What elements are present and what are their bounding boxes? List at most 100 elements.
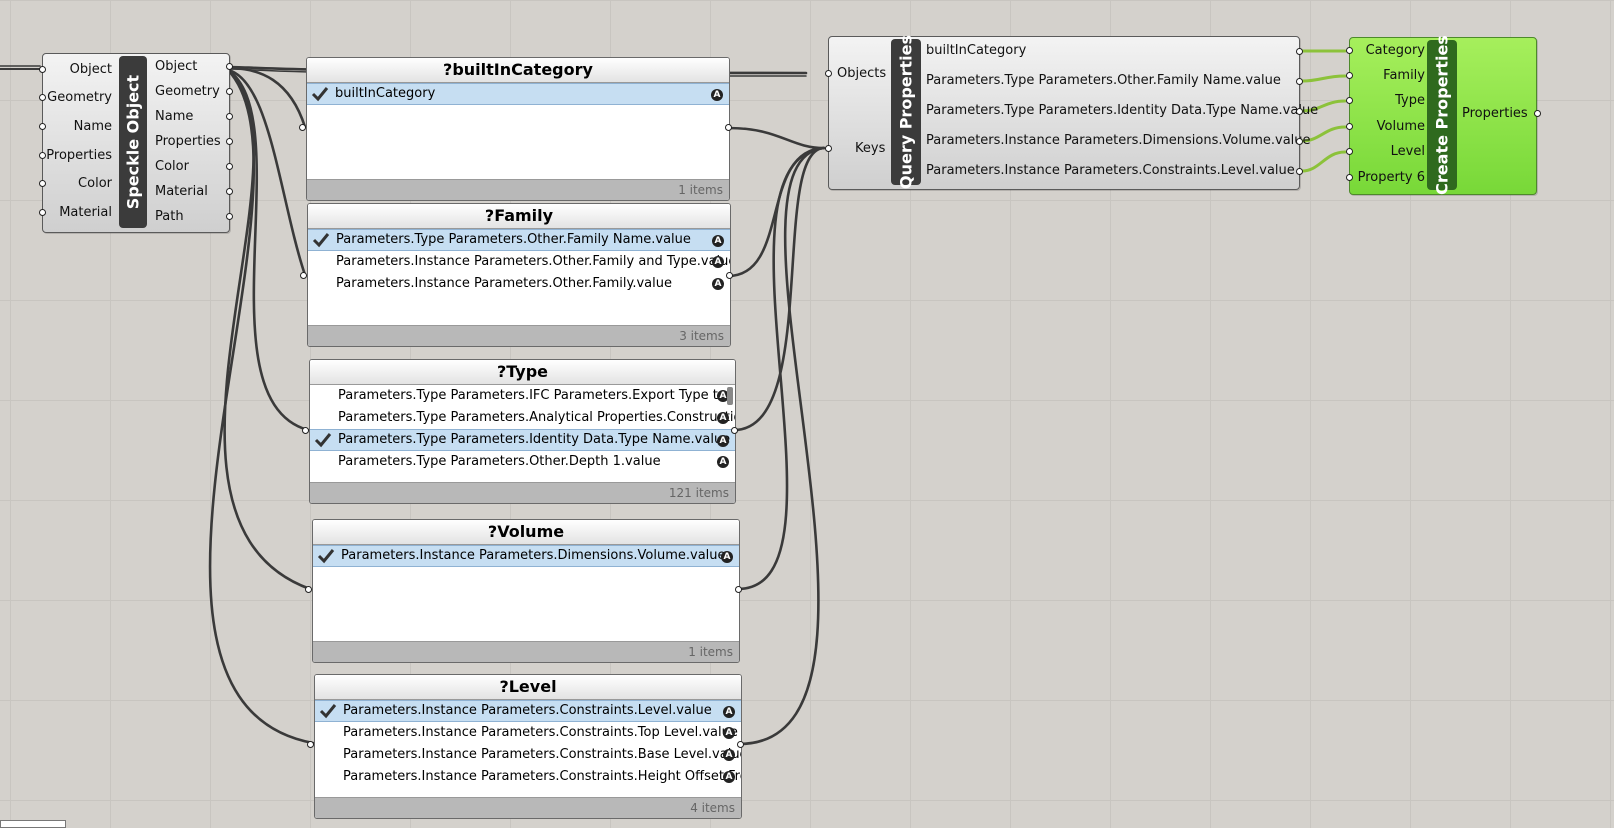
create-input-level[interactable]: Level xyxy=(1390,144,1425,159)
query-output-dot[interactable] xyxy=(1296,168,1303,175)
list-item[interactable]: builtInCategory A xyxy=(307,83,729,105)
query-output-family[interactable]: Parameters.Type Parameters.Other.Family … xyxy=(926,73,1281,88)
create-input-dot[interactable] xyxy=(1346,72,1353,79)
value-list-type[interactable]: ?Type Parameters.Type Parameters.IFC Par… xyxy=(309,359,736,504)
speckle-object-title-bar: Speckle Object xyxy=(119,56,147,228)
speckle-output-dot[interactable] xyxy=(226,63,233,70)
speckle-output-material[interactable]: Material xyxy=(155,184,208,199)
value-list-output-dot[interactable] xyxy=(726,272,733,279)
speckle-input-dot[interactable] xyxy=(39,152,46,159)
speckle-output-object[interactable]: Object xyxy=(155,59,198,74)
query-output-volume[interactable]: Parameters.Instance Parameters.Dimension… xyxy=(926,133,1311,148)
list-item[interactable]: Parameters.Instance Parameters.Constrain… xyxy=(315,722,741,744)
speckle-input-dot[interactable] xyxy=(39,66,46,73)
list-item[interactable]: Parameters.Type Parameters.Other.Family … xyxy=(308,229,730,251)
speckle-input-material[interactable]: Material xyxy=(59,205,112,220)
create-input-dot[interactable] xyxy=(1346,47,1353,54)
query-output-type[interactable]: Parameters.Type Parameters.Identity Data… xyxy=(926,103,1319,118)
query-input-keys[interactable]: Keys xyxy=(855,141,886,156)
list-item-label: builtInCategory xyxy=(335,86,436,101)
speckle-output-geometry[interactable]: Geometry xyxy=(155,84,220,99)
speckle-input-geometry[interactable]: Geometry xyxy=(47,90,112,105)
create-input-property-6[interactable]: Property 6 xyxy=(1357,170,1425,185)
list-item-label: Parameters.Instance Parameters.Constrain… xyxy=(343,769,741,784)
speckle-input-dot[interactable] xyxy=(39,94,46,101)
create-input-type[interactable]: Type xyxy=(1395,93,1425,108)
value-list-output-dot[interactable] xyxy=(731,427,738,434)
create-output-properties[interactable]: Properties xyxy=(1462,106,1528,121)
list-item[interactable]: Parameters.Type Parameters.Analytical Pr… xyxy=(310,407,735,429)
speckle-output-properties[interactable]: Properties xyxy=(155,134,221,149)
create-input-family[interactable]: Family xyxy=(1383,68,1425,83)
value-list-input-dot[interactable] xyxy=(299,124,306,131)
value-list-input-dot[interactable] xyxy=(302,427,309,434)
list-item-label: Parameters.Instance Parameters.Constrain… xyxy=(343,725,738,740)
speckle-output-dot[interactable] xyxy=(226,138,233,145)
query-output-builtincategory[interactable]: builtInCategory xyxy=(926,43,1027,58)
speckle-output-dot[interactable] xyxy=(226,213,233,220)
query-output-level[interactable]: Parameters.Instance Parameters.Constrain… xyxy=(926,163,1295,178)
speckle-output-name[interactable]: Name xyxy=(155,109,194,124)
value-list-input-dot[interactable] xyxy=(307,741,314,748)
speckle-output-dot[interactable] xyxy=(226,113,233,120)
query-output-dot[interactable] xyxy=(1296,78,1303,85)
query-input-dot[interactable] xyxy=(825,145,832,152)
value-list-output-dot[interactable] xyxy=(725,124,732,131)
list-item-label: Parameters.Instance Parameters.Dimension… xyxy=(341,548,726,563)
list-item[interactable]: Parameters.Instance Parameters.Constrain… xyxy=(315,700,741,722)
list-item[interactable]: Parameters.Instance Parameters.Constrain… xyxy=(315,766,741,788)
speckle-input-dot[interactable] xyxy=(39,180,46,187)
value-list-output-dot[interactable] xyxy=(737,741,744,748)
text-param-icon: A xyxy=(711,89,723,101)
canvas-scroll-indicator[interactable] xyxy=(0,820,66,828)
value-list-family[interactable]: ?Family Parameters.Type Parameters.Other… xyxy=(307,203,731,347)
list-item-label: Parameters.Type Parameters.Analytical Pr… xyxy=(338,410,735,425)
list-item-label: Parameters.Type Parameters.Other.Family … xyxy=(336,232,691,247)
query-input-objects[interactable]: Objects xyxy=(837,66,887,81)
value-list-volume[interactable]: ?Volume Parameters.Instance Parameters.D… xyxy=(312,519,740,663)
list-item[interactable]: Parameters.Instance Parameters.Dimension… xyxy=(313,545,739,567)
create-input-dot[interactable] xyxy=(1346,148,1353,155)
create-input-dot[interactable] xyxy=(1346,97,1353,104)
list-item[interactable]: Parameters.Type Parameters.IFC Parameter… xyxy=(310,385,735,407)
speckle-output-color[interactable]: Color xyxy=(155,159,189,174)
value-list-input-dot[interactable] xyxy=(305,586,312,593)
query-properties-component[interactable]: Objects Keys Query Properties builtInCat… xyxy=(825,35,1318,190)
speckle-input-object[interactable]: Object xyxy=(69,62,112,77)
list-item[interactable]: Parameters.Instance Parameters.Other.Fam… xyxy=(308,273,730,295)
value-list-input-dot[interactable] xyxy=(300,272,307,279)
create-input-volume[interactable]: Volume xyxy=(1376,119,1425,134)
speckle-input-dot[interactable] xyxy=(39,123,46,130)
value-list-level[interactable]: ?Level Parameters.Instance Parameters.Co… xyxy=(314,674,742,819)
value-list-title: ?Family xyxy=(308,204,730,229)
speckle-output-path[interactable]: Path xyxy=(155,209,184,224)
value-list-title: ?Level xyxy=(315,675,741,700)
scrollbar[interactable] xyxy=(727,387,733,405)
list-item[interactable]: Parameters.Type Parameters.Identity Data… xyxy=(310,429,735,451)
speckle-output-dot[interactable] xyxy=(226,188,233,195)
query-output-dot[interactable] xyxy=(1296,48,1303,55)
list-item-label: Parameters.Type Parameters.IFC Parameter… xyxy=(338,388,735,403)
query-output-dot[interactable] xyxy=(1296,108,1303,115)
create-output-dot[interactable] xyxy=(1534,110,1541,117)
list-item[interactable]: Parameters.Instance Parameters.Constrain… xyxy=(315,744,741,766)
list-item-label: Parameters.Type Parameters.Other.Depth 1… xyxy=(338,454,661,469)
speckle-input-dot[interactable] xyxy=(39,209,46,216)
speckle-output-dot[interactable] xyxy=(226,163,233,170)
query-output-dot[interactable] xyxy=(1296,138,1303,145)
speckle-object-component[interactable]: Object Geometry Name Properties Color Ma… xyxy=(39,53,233,233)
create-properties-component[interactable]: Category Family Type Volume Level Proper… xyxy=(1346,35,1541,195)
speckle-input-color[interactable]: Color xyxy=(78,176,112,191)
speckle-output-dot[interactable] xyxy=(226,88,233,95)
query-input-dot[interactable] xyxy=(825,70,832,77)
list-item[interactable]: Parameters.Type Parameters.Other.Depth 1… xyxy=(310,451,735,473)
value-list-builtincategory[interactable]: ?builtInCategory builtInCategory A 1 ite… xyxy=(306,57,730,201)
create-input-dot[interactable] xyxy=(1346,174,1353,181)
create-input-dot[interactable] xyxy=(1346,123,1353,130)
text-param-icon: A xyxy=(717,456,729,468)
speckle-input-name[interactable]: Name xyxy=(73,119,112,134)
list-item[interactable]: Parameters.Instance Parameters.Other.Fam… xyxy=(308,251,730,273)
speckle-input-properties[interactable]: Properties xyxy=(46,148,112,163)
value-list-output-dot[interactable] xyxy=(735,586,742,593)
create-input-category[interactable]: Category xyxy=(1365,43,1425,58)
